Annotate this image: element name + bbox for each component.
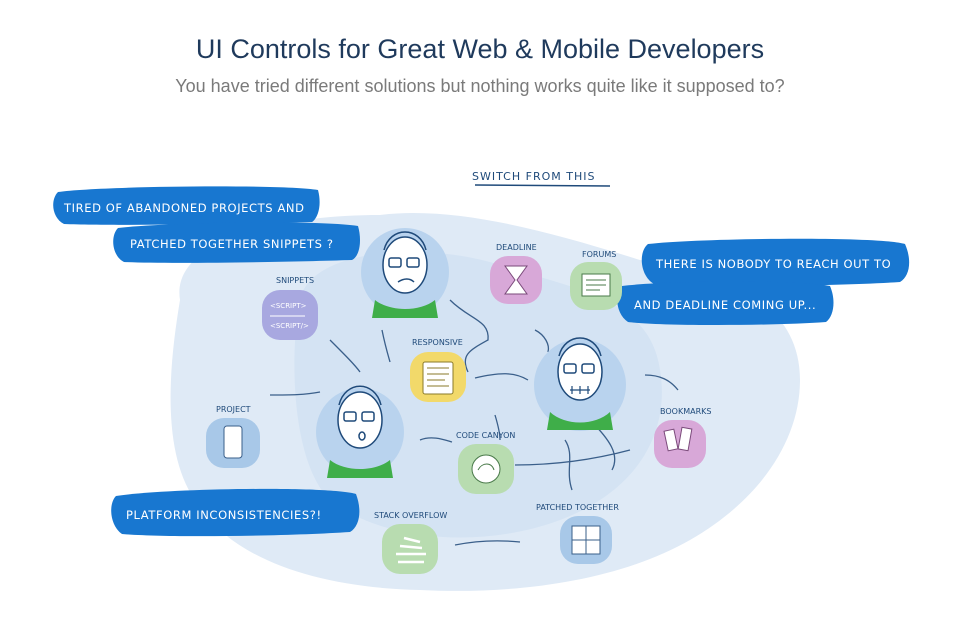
bubble-abandoned-projects: TIRED OF ABANDONED PROJECTS AND PATCHED … (53, 186, 360, 263)
bubble-nobody-line2: AND DEADLINE COMING UP... (634, 298, 816, 312)
stack-overflow-label: STACK OVERFLOW (374, 511, 447, 520)
hourglass-icon (490, 256, 542, 304)
mobile-phone-icon (206, 418, 260, 468)
responsive-label: RESPONSIVE (412, 338, 463, 347)
developer-face-right (534, 337, 626, 431)
switch-label: SWITCH FROM THIS (472, 170, 595, 183)
snippet-script-close: <SCRIPT/> (270, 322, 309, 330)
developer-face-top (361, 228, 449, 318)
bubble-nobody-to-reach: THERE IS NOBODY TO REACH OUT TO AND DEAD… (617, 238, 910, 325)
bubble-abandoned-line2: PATCHED TOGETHER SNIPPETS ? (130, 237, 334, 251)
stack-overflow-icon (382, 524, 438, 574)
bubble-platform: PLATFORM INCONSISTENCIES?! (111, 488, 360, 537)
bookmarks-icon (654, 420, 706, 468)
forums-label: FORUMS (582, 250, 616, 259)
page-subtitle: You have tried different solutions but n… (175, 76, 785, 96)
deadline-label: DEADLINE (496, 243, 537, 252)
snippets-label: SNIPPETS (276, 276, 314, 285)
bubble-nobody-line1: THERE IS NOBODY TO REACH OUT TO (655, 257, 891, 271)
code-canyon-label: CODE CANYON (456, 431, 515, 440)
bubble-platform-text: PLATFORM INCONSISTENCIES?! (126, 508, 322, 522)
connector-arrows (269, 299, 679, 546)
page-title: UI Controls for Great Web & Mobile Devel… (195, 34, 765, 64)
bookmarks-label: BOOKMARKS (660, 407, 711, 416)
patched-together-label: PATCHED TOGETHER (536, 503, 619, 512)
responsive-icon (410, 352, 466, 402)
patched-together-icon (560, 516, 612, 564)
project-label: PROJECT (216, 405, 251, 414)
developer-face-left (316, 385, 404, 478)
switch-underline (474, 184, 611, 187)
forum-icon (570, 262, 622, 310)
snippet-script-open: <SCRIPT> (270, 302, 307, 310)
bubble-abandoned-line1: TIRED OF ABANDONED PROJECTS AND (63, 201, 305, 215)
code-canyon-icon (458, 444, 514, 494)
snippets-icon: <SCRIPT> <SCRIPT/> (262, 290, 318, 340)
